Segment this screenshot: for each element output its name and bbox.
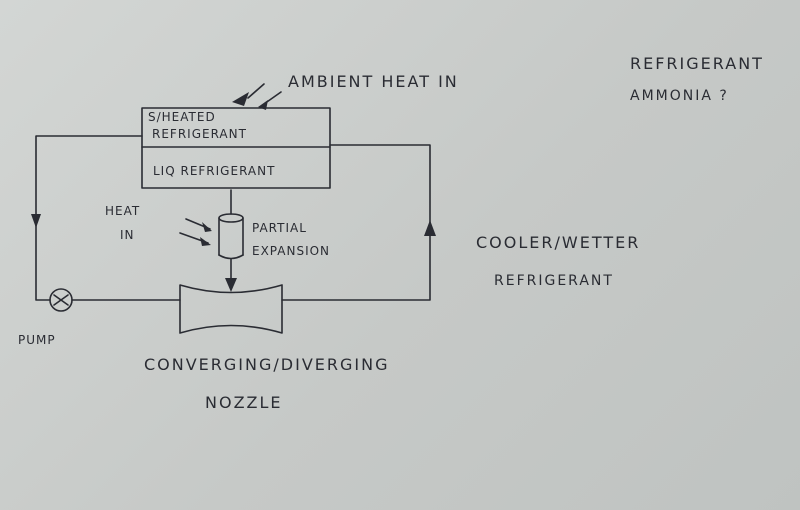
superheated-label-line2: REFRIGERANT	[152, 127, 247, 141]
nozzle-label-line1: CONVERGING/DIVERGING	[144, 355, 390, 374]
partial-expansion-label-line2: EXPANSION	[252, 244, 331, 258]
nozzle-shape	[179, 284, 283, 334]
ambient-heat-arrowhead-1	[232, 92, 249, 106]
pump-symbol	[49, 288, 73, 312]
expansion-cylinder-top	[218, 213, 244, 223]
heat-in-label-line2: IN	[120, 228, 135, 242]
nozzle-label-line2: NOZZLE	[205, 393, 283, 412]
partial-expansion-label-line1: PARTIAL	[252, 221, 307, 235]
ambient-heat-arrowhead-2	[258, 100, 268, 110]
ambient-heat-label: AMBIENT HEAT IN	[288, 72, 459, 91]
liquid-refrigerant-label: LIQ REFRIGERANT	[153, 164, 276, 178]
heat-in-label-line1: HEAT	[105, 204, 141, 218]
superheated-label-line1: S/HEATED	[148, 110, 216, 124]
heat-exchanger-box	[141, 107, 331, 189]
flow-arrow-left-down	[31, 214, 41, 228]
cooler-wetter-label-line2: REFRIGERANT	[494, 273, 614, 289]
cooler-wetter-label-line1: COOLER/WETTER	[476, 233, 641, 252]
refrigerant-title: REFRIGERANT	[630, 54, 764, 73]
left-pipe	[35, 135, 143, 301]
flow-arrow-right-up	[424, 220, 436, 236]
ammonia-label: AMMONIA ?	[630, 88, 729, 104]
flow-arrow-into-nozzle	[225, 278, 237, 292]
pump-label: PUMP	[18, 333, 56, 347]
